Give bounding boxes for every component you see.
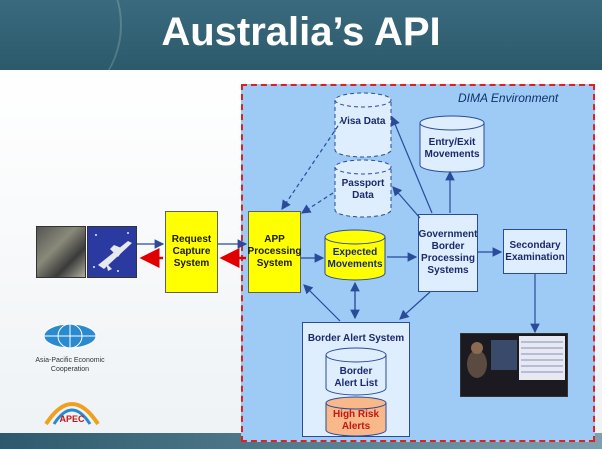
arrow-alert-to-app	[303, 284, 341, 322]
arrow-visa-to-app	[281, 119, 343, 210]
title-bar	[0, 0, 602, 110]
arrow-government-to-visa	[390, 115, 433, 214]
entry-exit-label: Entry/Exit Movements	[424, 137, 480, 160]
border-alert-system-label: Border Alert System	[307, 333, 405, 344]
slide-title: Australia’s API	[161, 10, 441, 54]
dima-environment-label: DIMA Environment	[458, 91, 559, 105]
apec-mark-text: APEC	[59, 414, 85, 424]
border-alert-list-label: Border Alert List	[334, 366, 378, 389]
high-risk-alerts-database	[325, 396, 387, 437]
apec-globe-logo	[43, 323, 97, 349]
visa-data-database	[334, 92, 392, 158]
high-risk-alerts-label: High Risk Alerts	[332, 409, 380, 432]
government-border-processing-box: Government Border Processing Systems	[418, 214, 478, 292]
passport-data-label: Passport Data	[341, 178, 385, 201]
arrow-government-to-passport	[392, 186, 421, 219]
arrow-passport-to-app	[300, 192, 334, 214]
expected-movements-database	[324, 229, 386, 281]
visa-data-label: Visa Data	[340, 116, 386, 127]
computer-screen-icon	[467, 336, 565, 380]
border-alert-list-database	[325, 347, 387, 396]
app-processing-system-box: APP Processing System	[248, 211, 301, 293]
expected-movements-label: Expected Movements	[327, 247, 383, 270]
request-capture-system-box: Request Capture System	[165, 211, 218, 293]
traveller-photo	[36, 226, 86, 278]
airplane-icon	[93, 232, 132, 272]
apec-org-text: Asia-Pacific Economic Cooperation	[35, 357, 105, 373]
airplane-photo	[87, 226, 137, 278]
arrow-government-to-alert	[399, 291, 431, 320]
workstation-photo	[460, 333, 568, 397]
apec-mark-logo	[44, 402, 100, 426]
passport-data-database	[334, 159, 392, 218]
secondary-examination-box: Secondary Examination	[503, 229, 567, 274]
